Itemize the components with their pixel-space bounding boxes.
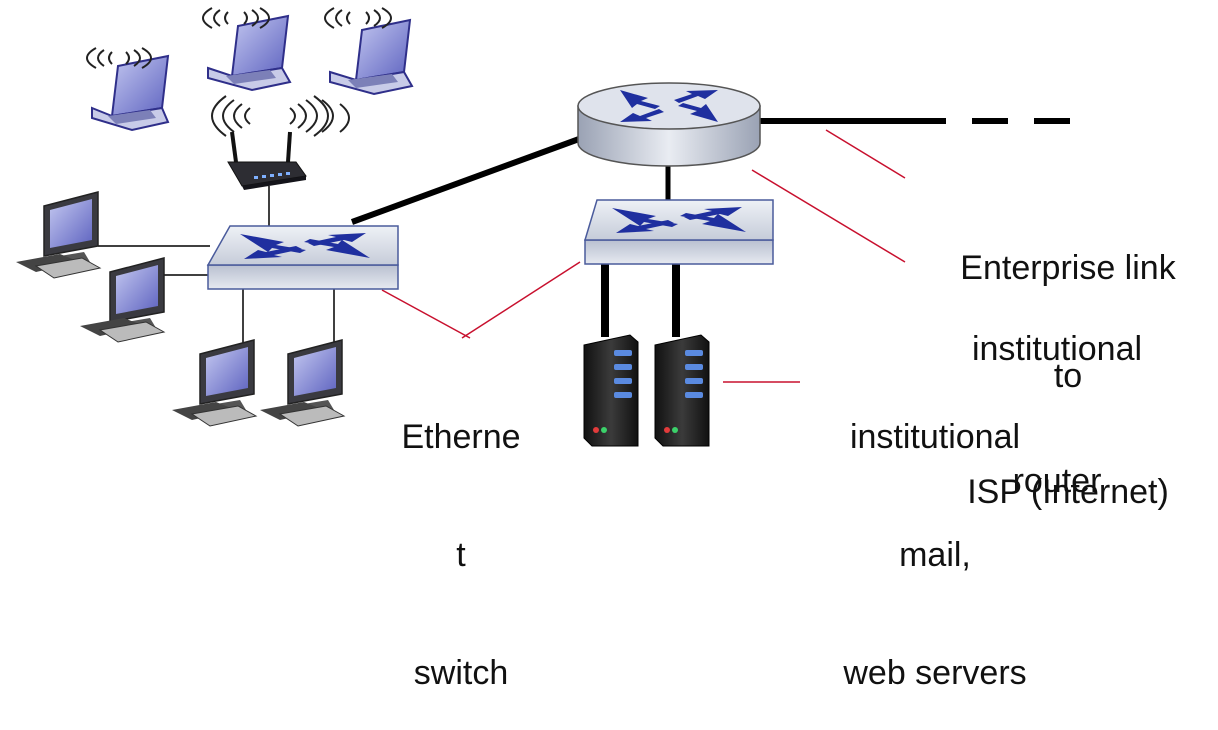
callout-lines <box>381 129 906 383</box>
wifi-router-icon <box>227 131 307 190</box>
ethernet-switch-line-3: switch <box>413 654 509 692</box>
servers-line-1: institutional <box>849 418 1021 456</box>
servers-line-3: web servers <box>843 654 1027 692</box>
laptop-icon <box>207 14 292 92</box>
desktop-computer-icon <box>260 339 346 427</box>
ethernet-switch-callout-left <box>381 289 471 339</box>
router-callout <box>751 169 906 263</box>
ethernet-switch-icon <box>206 225 399 290</box>
servers-line-2: mail, <box>899 536 971 574</box>
router-icon <box>577 82 761 167</box>
servers-label: institutional mail, web servers <box>800 342 1070 730</box>
wireless-waves-icon <box>324 7 392 29</box>
enterprise-link-callout <box>825 129 906 179</box>
ethernet-switch-label: Etherne t switch <box>376 342 546 730</box>
ethernet-switch-callout-right <box>461 261 581 339</box>
ethernet-switch-line-1: Etherne <box>401 418 521 456</box>
wireless-waves-icon <box>202 7 270 29</box>
ethernet-switch-icon <box>583 199 774 265</box>
enterprise-link-line-1: Enterprise link <box>960 249 1176 287</box>
desktop-computer-icon <box>16 191 102 279</box>
desktop-computer-icon <box>80 257 166 343</box>
server-icon <box>654 334 710 447</box>
enterprise-link-line-2: to <box>1053 357 1083 395</box>
network-diagram: Enterprise link to ISP (Internet) instit… <box>16 7 1176 692</box>
switch-to-router-link <box>350 132 592 225</box>
desktop-computer-icon <box>172 339 258 427</box>
laptop-icon <box>329 18 414 96</box>
laptop-icon <box>91 54 170 132</box>
ethernet-switch-line-2: t <box>456 536 466 574</box>
wireless-waves-icon <box>211 95 350 137</box>
wireless-waves-icon <box>86 47 152 69</box>
server-icon <box>583 334 639 447</box>
diagram-canvas <box>16 7 1070 447</box>
network-links <box>98 118 1070 345</box>
institutional-router-line-1: institutional <box>971 330 1143 368</box>
